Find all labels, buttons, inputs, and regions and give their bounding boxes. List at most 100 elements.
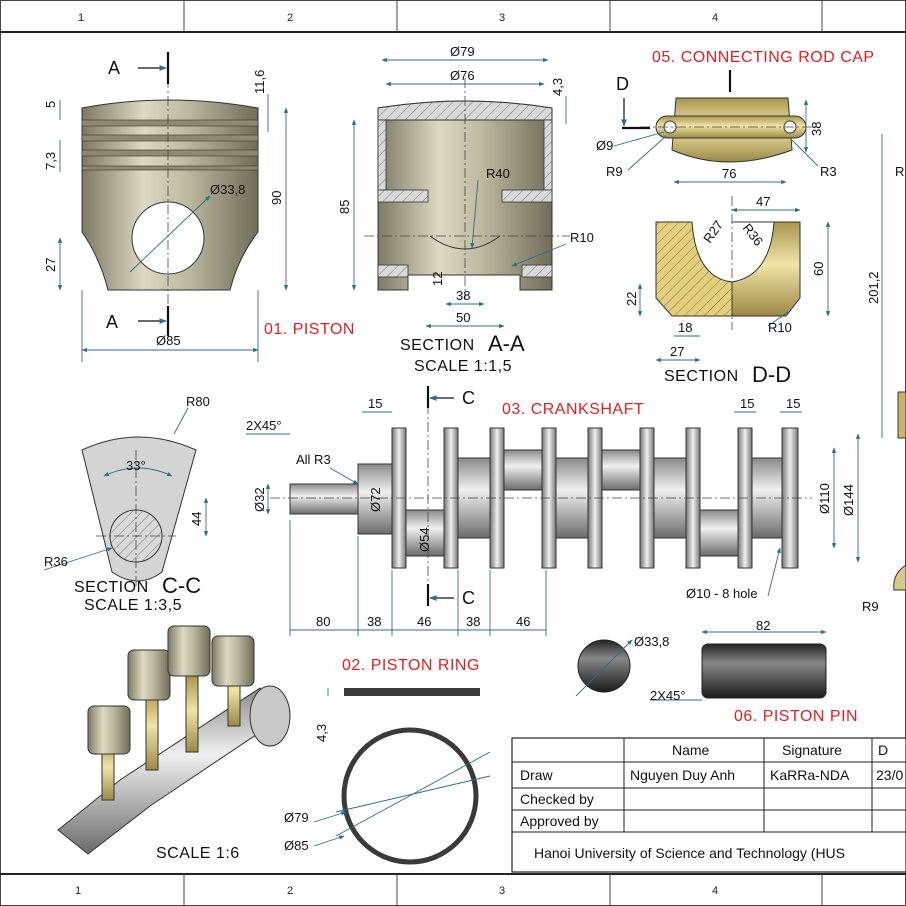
dim-rod-r9: R9 <box>862 599 879 614</box>
dim-piston-27: 27 <box>43 258 58 272</box>
zone-top-3: 3 <box>499 12 505 24</box>
rod-cap-title: 05. CONNECTING ROD CAP <box>652 49 875 66</box>
dim-crank-46a: 46 <box>417 614 431 629</box>
dim-aa-38: 38 <box>456 288 470 303</box>
dim-line-crank-all-r3 <box>329 467 359 485</box>
dim-line-crank-holes <box>767 547 781 597</box>
dim-line-cap-d9 <box>613 131 665 147</box>
dim-ring-4-3: 4,3 <box>314 724 329 742</box>
dim-line-ring-79 <box>313 811 347 823</box>
dim-rod-201-2: 201,2 <box>866 271 881 304</box>
cut-label-a-top: A <box>108 58 120 78</box>
crankshaft-title: 03. CRANKSHAFT <box>502 401 644 418</box>
dim-ring-79: Ø79 <box>284 810 309 825</box>
zone-bottom-3: 3 <box>499 885 505 897</box>
piston-title: 01. PISTON <box>264 321 355 338</box>
section-cc-view: R80 33° 44 R36 SECTION C-C SCALE 1:3,5 <box>43 394 210 614</box>
title-block-row-draw: Draw <box>520 767 554 783</box>
rod-partial-big-end <box>893 564 906 591</box>
cut-label-a-bottom: A <box>106 312 118 332</box>
rod-cap-view: D 76 38 Ø9 R9 R3 05. CONNECTING ROD CAP <box>596 49 875 185</box>
dim-aa-50: 50 <box>456 310 470 325</box>
cut-label-d: D <box>616 74 629 94</box>
dim-line-pin-d33-8 <box>575 639 633 697</box>
dim-crank-holes: Ø10 - 8 hole <box>686 586 758 601</box>
dim-crank-38b: 38 <box>466 614 480 629</box>
title-block-grid <box>512 738 906 833</box>
dim-crank-d32: Ø32 <box>252 487 267 512</box>
section-dd-solid-half <box>731 221 801 317</box>
dim-crank-d144: Ø144 <box>841 484 856 516</box>
dim-crank-d54: Ø54 <box>417 527 432 552</box>
piston-ring-title: 02. PISTON RING <box>342 657 480 674</box>
title-block-row-approved: Approved by <box>520 813 599 829</box>
piston-view: A A Ø85 90 11,6 5 7,3 27 Ø33,8 01. PISTO… <box>43 52 355 362</box>
title-block-frame <box>511 737 906 873</box>
piston-ring-side <box>344 688 480 696</box>
dim-dd-27: 27 <box>670 344 684 359</box>
dim-aa-12: 12 <box>430 272 445 286</box>
dim-line-piston-bore <box>129 195 211 273</box>
dim-line-ring-85 <box>313 835 345 847</box>
title-block-draw-signature: KaRRa-NDA <box>770 767 850 783</box>
dim-aa-76: Ø76 <box>450 68 475 83</box>
zone-bottom-4: 4 <box>712 885 718 897</box>
title-block-col-signature: Signature <box>782 742 842 758</box>
dim-crank-15c: 15 <box>786 396 800 411</box>
dim-cap-38: 38 <box>809 122 824 136</box>
dim-ring-85: Ø85 <box>284 838 309 853</box>
dim-cc-angle: 33° <box>126 458 146 473</box>
dim-piston-bore: Ø33,8 <box>210 182 245 197</box>
section-aa-view: Ø79 Ø76 4,3 85 R40 R10 12 38 50 SECTION … <box>337 44 594 375</box>
dim-cc-r80: R80 <box>186 394 210 409</box>
dim-dd-r10: R10 <box>768 320 792 335</box>
dim-crank-80: 80 <box>316 614 330 629</box>
dim-aa-r10: R10 <box>570 230 594 245</box>
dim-crank-chamfer: 2X45° <box>246 418 282 433</box>
zone-top-2: 2 <box>287 12 293 24</box>
dim-rod-r-partial: R <box>895 164 904 179</box>
dim-line-dd-r10 <box>767 311 789 327</box>
title-block-draw-name: Nguyen Duy Anh <box>630 767 735 783</box>
section-cc-scale: SCALE 1:3,5 <box>84 597 182 614</box>
section-aa-title-prefix: SECTION <box>400 337 475 354</box>
dim-crank-15a: 15 <box>368 396 382 411</box>
section-dd-hatched-half <box>655 221 733 317</box>
dim-cc-44: 44 <box>189 512 204 526</box>
piston-body <box>81 99 259 291</box>
assembly-scale: SCALE 1:6 <box>156 845 240 862</box>
dim-aa-79: Ø79 <box>450 44 475 59</box>
dim-aa-85: 85 <box>337 200 352 214</box>
dim-line-cap-r3 <box>791 139 819 167</box>
dim-crank-38a: 38 <box>367 614 381 629</box>
section-cc-title-prefix: SECTION <box>74 579 149 596</box>
section-dd-title-prefix: SECTION <box>664 368 739 385</box>
section-dd-title-letters: D-D <box>752 362 791 387</box>
zone-top-1: 1 <box>78 12 84 24</box>
dim-crank-all-r3: All R3 <box>296 452 331 467</box>
zone-top-4: 4 <box>712 12 718 24</box>
section-aa-title-letters: A-A <box>488 331 525 356</box>
dim-dd-60: 60 <box>811 262 826 276</box>
dim-pin-82: 82 <box>756 618 770 633</box>
piston-pin-end <box>577 639 631 693</box>
rod-partial-shape <box>897 391 906 439</box>
zone-bottom-1: 1 <box>75 885 81 897</box>
connecting-rod-partial: 201,2 R R9 <box>862 134 906 614</box>
section-cc-title-letters: C-C <box>162 573 201 598</box>
title-block-row-checked: Checked by <box>520 791 594 807</box>
dim-piston-90: 90 <box>269 191 284 205</box>
dim-pin-chamfer: 2X45° <box>650 688 686 703</box>
dim-cap-r9: R9 <box>606 164 623 179</box>
assembly-flange <box>249 685 291 747</box>
title-block-col-date: D <box>878 742 888 758</box>
piston-pin-view: Ø33,8 82 2X45° 06. PISTON PIN <box>575 618 858 725</box>
dim-aa-r40: R40 <box>486 166 510 181</box>
cut-label-c-bottom: C <box>462 588 475 608</box>
dim-line-aa-r10 <box>511 243 567 267</box>
dim-piston-7-3: 7,3 <box>43 152 58 170</box>
title-block-institution: Hanoi University of Science and Technolo… <box>534 845 845 861</box>
dim-piston-11-6: 11,6 <box>252 70 267 94</box>
dim-cc-r36: R36 <box>44 554 68 569</box>
